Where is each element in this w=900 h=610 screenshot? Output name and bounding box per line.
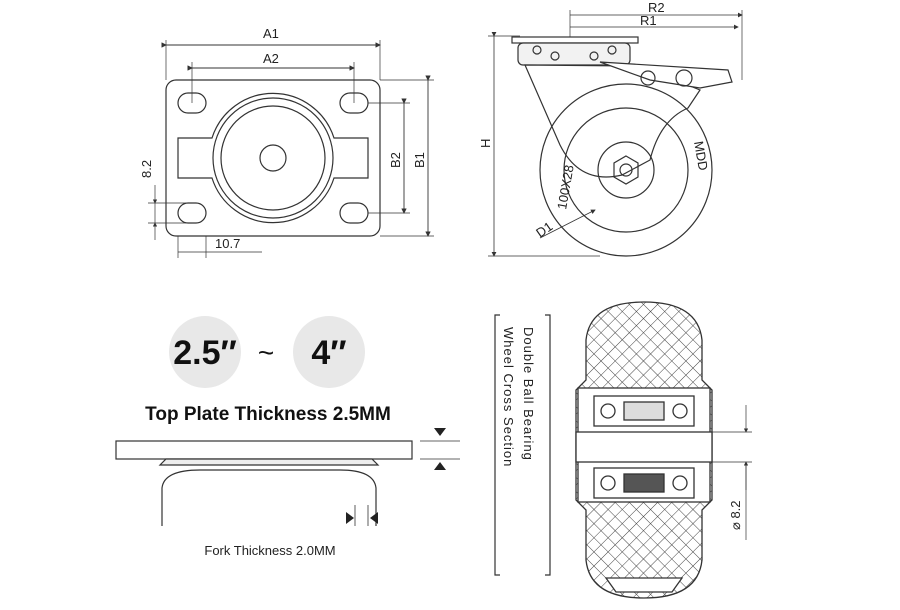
thickness-arrow-bottom	[434, 462, 446, 470]
top-plate-outline	[165, 79, 381, 237]
axle-bore	[575, 431, 713, 463]
plate-cross-rib	[177, 92, 369, 224]
dim-b2-label: B2	[388, 152, 403, 168]
top-plate-thickness-label: Top Plate Thickness 2.5MM	[145, 404, 391, 425]
section-bracket	[494, 314, 500, 576]
dim-r1-label: R1	[640, 13, 657, 28]
size-min-label: 2.5″	[173, 334, 237, 372]
mount-hole	[339, 202, 369, 224]
center-rivet	[259, 144, 287, 172]
side-top-plate	[511, 36, 639, 44]
axle-nut	[613, 155, 639, 185]
ball	[600, 403, 616, 419]
caster-side-view	[488, 10, 743, 257]
size-badge-min	[169, 316, 241, 388]
swivel-race	[212, 97, 334, 219]
fork-outline	[161, 469, 377, 526]
fork-thickness-label: Fork Thickness 2.0MM	[204, 543, 335, 558]
thickness-arrow-top	[434, 428, 446, 436]
plate-thickness-diagram	[115, 440, 460, 526]
section-title-line1: Double Ball Bearing	[521, 327, 536, 461]
ball	[672, 475, 688, 491]
wheel-brand-mark: MDD	[691, 140, 711, 172]
dim-h-label: H	[478, 139, 493, 148]
mount-hole	[177, 202, 207, 224]
axle-diameter-label: ⌀ 8.2	[728, 500, 743, 530]
dim-d1-label: D1	[533, 219, 555, 241]
size-tilde: ~	[258, 337, 274, 368]
side-wheel-hub	[597, 141, 655, 199]
ball	[600, 475, 616, 491]
dim-a1-label: A1	[263, 26, 279, 41]
brake-pivot-2	[675, 69, 693, 87]
dim-b1-label: B1	[412, 152, 427, 168]
brake-pivot	[640, 70, 656, 86]
ball	[672, 403, 688, 419]
fork-arrow-right	[370, 512, 378, 524]
side-wheel-hub-ring	[563, 107, 689, 233]
size-badge-max	[293, 316, 365, 388]
fork-arrow-left	[346, 512, 354, 524]
dim-r2-label: R2	[648, 0, 665, 15]
plate-thickness-bar	[115, 440, 413, 460]
dim-hole-spacing-label: 8.2	[139, 160, 154, 178]
dim-a2-label: A2	[263, 51, 279, 66]
dim-hole-offset-label: 10.7	[215, 236, 240, 251]
swivel-race-inner	[220, 105, 326, 211]
side-fork	[524, 64, 701, 178]
wheel-cross-section	[575, 301, 752, 599]
section-bracket-close	[545, 314, 551, 576]
top-plate-view	[148, 40, 434, 258]
size-max-label: 4″	[311, 334, 346, 372]
section-title-line2: Wheel Cross Section	[501, 327, 516, 467]
side-wheel-tread	[539, 83, 713, 257]
